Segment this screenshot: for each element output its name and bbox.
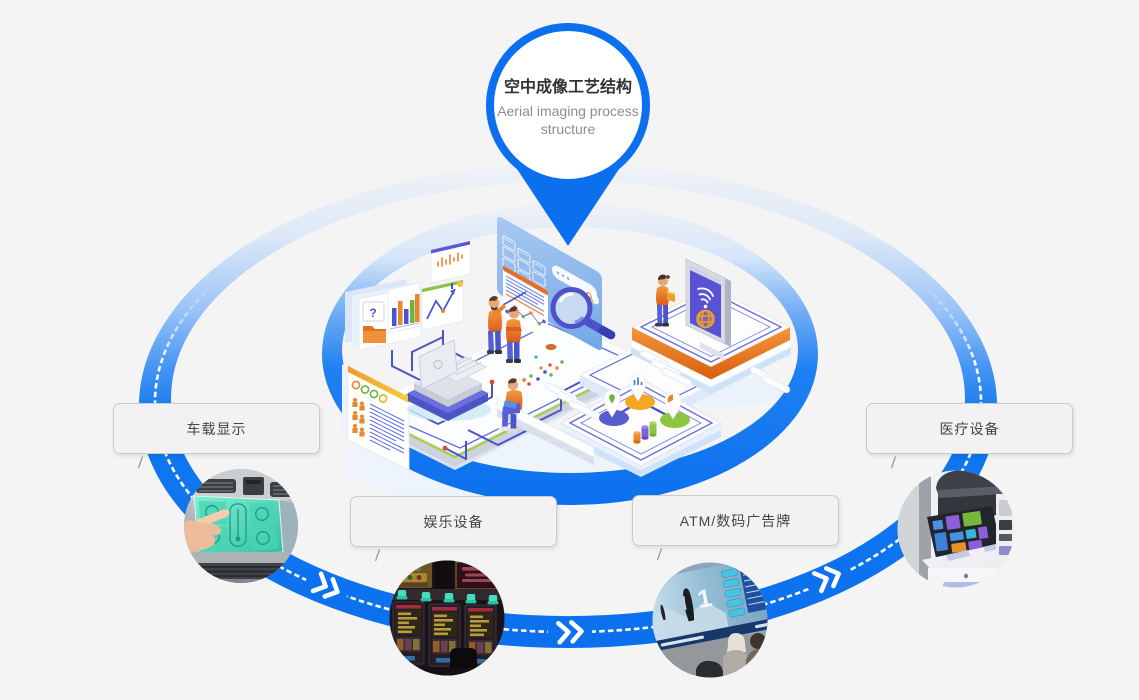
svg-text:?: ? — [369, 306, 376, 320]
svg-text:1: 1 — [695, 584, 714, 614]
